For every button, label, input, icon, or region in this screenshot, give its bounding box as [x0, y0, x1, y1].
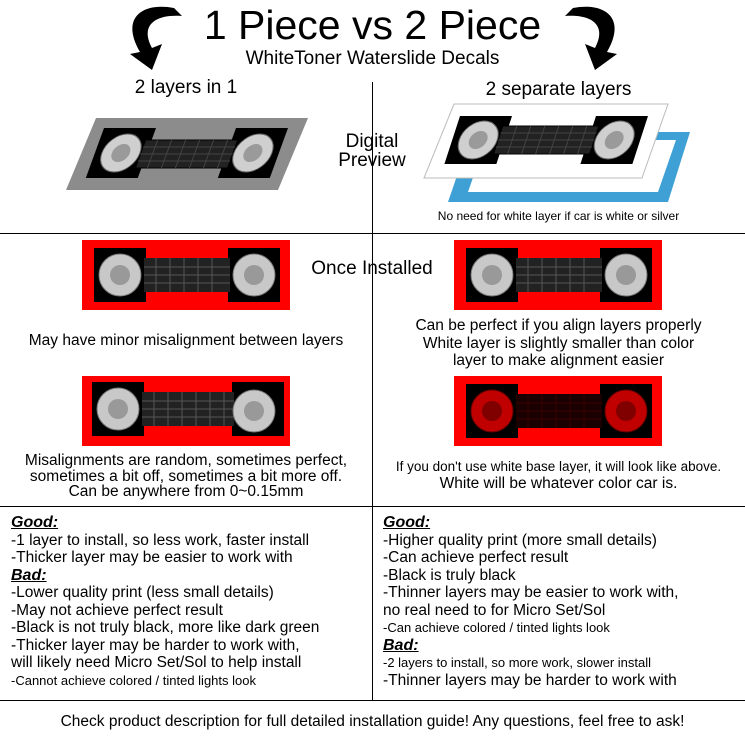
- list-item: -Thinner layers may be easier to work wi…: [383, 584, 679, 601]
- once-installed-label: Once Installed: [311, 258, 433, 279]
- misalignment-note: Misalignments are random, sometimes perf…: [0, 453, 372, 500]
- right-caption-line: White layer is slightly smaller than col…: [422, 334, 695, 352]
- two-piece-preview-decal: [423, 103, 690, 202]
- list-item: -1 layer to install, so less work, faste…: [11, 531, 310, 549]
- list-item: -Black is truly black: [383, 566, 516, 584]
- page-title: 1 Piece vs 2 Piece: [203, 2, 542, 48]
- right-bad-label: Bad:: [383, 636, 419, 654]
- list-item: -Higher quality print (more small detail…: [383, 531, 657, 549]
- list-item: -Thicker layer may be easier to work wit…: [11, 549, 293, 566]
- list-item: will likely need Micro Set/Sol to help i…: [11, 654, 302, 671]
- misalignment-line: sometimes a bit off, sometimes a bit mor…: [29, 467, 343, 485]
- divider-installed: [0, 506, 745, 507]
- right-caption-line: layer to make alignment easier: [452, 352, 665, 369]
- digital-preview-label-1: Digital: [345, 131, 399, 152]
- two-piece-no-white-decal: [454, 376, 662, 446]
- right-installed-caption: Can be perfect if you align layers prope…: [372, 317, 745, 370]
- right-caption-line: Can be perfect if you align layers prope…: [415, 317, 702, 334]
- page-subtitle: WhiteToner Waterslide Decals: [245, 48, 500, 69]
- digital-preview-label-2: Preview: [338, 150, 406, 171]
- left-good-label: Good:: [11, 514, 59, 531]
- list-item: -May not achieve perfect result: [11, 601, 223, 619]
- misalignment-line: Misalignments are random, sometimes perf…: [24, 452, 348, 469]
- white-layer-note: No need for white layer if car is white …: [437, 209, 680, 223]
- right-good-label: Good:: [383, 514, 431, 531]
- footer-note: Check product description for full detai…: [60, 713, 685, 730]
- one-piece-installed-decal: [82, 240, 290, 310]
- right-pros-cons: Good: -Higher quality print (more small …: [383, 514, 741, 689]
- curved-arrow-right-icon: [565, 6, 617, 71]
- no-white-layer-note: If you don't use white base layer, it wi…: [372, 459, 745, 492]
- divider-footer: [0, 700, 745, 701]
- list-item: -Thinner layers may be harder to work wi…: [383, 671, 677, 689]
- right-column-heading: 2 separate layers: [485, 79, 632, 100]
- left-bad-label: Bad:: [11, 566, 47, 584]
- list-item: -2 layers to install, so more work, slow…: [383, 655, 652, 670]
- curved-arrow-left-icon: [130, 6, 182, 71]
- list-item: no real need to for Micro Set/Sol: [383, 601, 606, 619]
- list-item: -Can achieve perfect result: [383, 549, 569, 566]
- misalignment-line: Can be anywhere from 0~0.15mm: [68, 483, 304, 500]
- center-divider: [372, 82, 373, 700]
- divider-preview: [0, 233, 745, 234]
- one-piece-preview-decal: [66, 118, 308, 190]
- one-piece-misaligned-decal: [82, 376, 290, 446]
- left-pros-cons: Good: -1 layer to install, so less work,…: [11, 514, 369, 689]
- list-item: -Cannot achieve colored / tinted lights …: [11, 672, 256, 688]
- list-item: -Can achieve colored / tinted lights loo…: [383, 620, 610, 635]
- list-item: -Lower quality print (less small details…: [11, 584, 274, 601]
- no-white-line-1: If you don't use white base layer, it wi…: [395, 459, 722, 474]
- two-piece-installed-decal: [454, 240, 662, 310]
- left-column-heading: 2 layers in 1: [134, 77, 238, 98]
- no-white-line-2: White will be whatever color car is.: [439, 475, 678, 492]
- list-item: -Thicker layer may be harder to work wit…: [11, 636, 300, 654]
- list-item: -Black is not truly black, more like dar…: [11, 619, 320, 636]
- left-installed-caption: May have minor misalignment between laye…: [28, 332, 344, 349]
